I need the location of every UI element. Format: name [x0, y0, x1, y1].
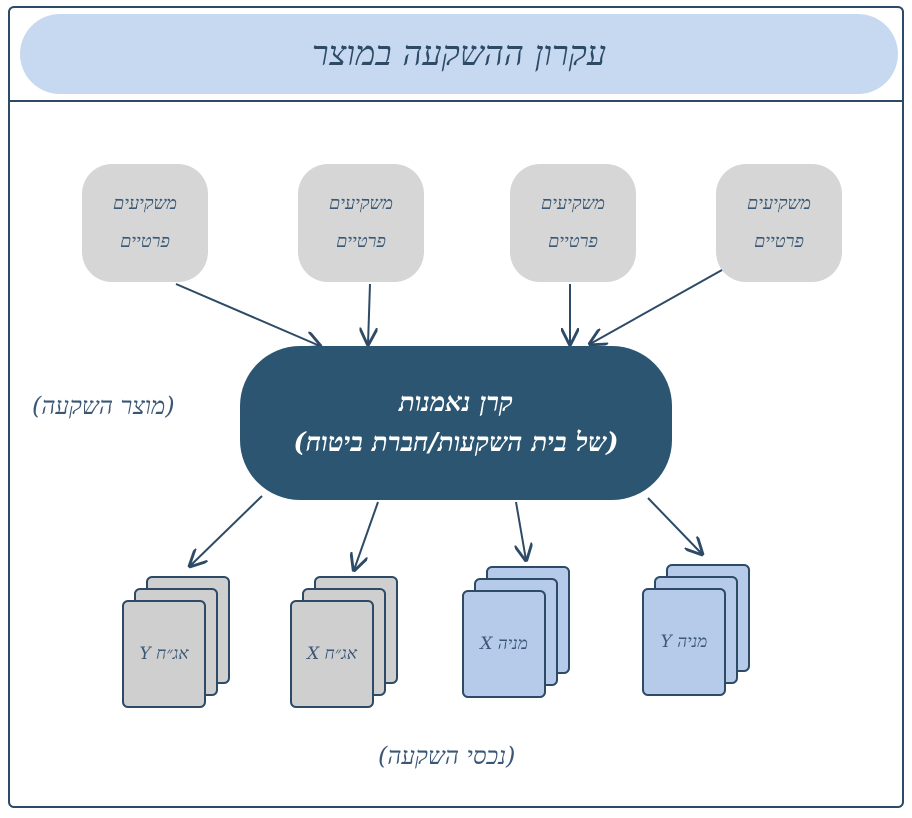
investor-label: משקיעים פרטיים — [747, 193, 811, 252]
assets-note: (נכסי השקעה) — [378, 742, 516, 770]
diagram-frame — [8, 6, 904, 808]
investor-box-2: משקיעים פרטיים — [298, 164, 424, 282]
investor-box-3: משקיעים פרטיים — [510, 164, 636, 282]
arrow-fund-asset4 — [647, 497, 702, 554]
asset-label: אג״ח X — [307, 644, 357, 664]
arrow-fund-asset1 — [190, 495, 263, 566]
header-divider — [8, 100, 904, 102]
title-banner: עקרון ההשקעה במוצר — [20, 14, 898, 94]
product-note: (מוצר השקעה) — [32, 392, 175, 420]
investor-label: משקיעים פרטיים — [329, 193, 393, 252]
asset-card-front — [462, 590, 546, 698]
investor-label: משקיעים פרטיים — [113, 193, 177, 252]
arrow-fund-asset2 — [354, 501, 379, 570]
asset-card-front — [642, 588, 726, 696]
arrow-investor2-fund — [368, 283, 370, 344]
asset-card-front — [290, 600, 374, 708]
asset-card-front — [122, 600, 206, 708]
asset-label: מניה X — [480, 634, 528, 654]
asset-label: מניה Y — [660, 632, 708, 652]
diagram-title: עקרון ההשקעה במוצר — [311, 34, 607, 74]
arrow-investor4-fund — [590, 269, 723, 344]
fund-label: קרן נאמנות (של בית השקעות/חברת ביטוח) — [293, 388, 619, 458]
arrow-investor1-fund — [175, 283, 320, 346]
investor-box-1: משקיעים פרטיים — [82, 164, 208, 282]
investor-box-4: משקיעים פרטיים — [716, 164, 842, 282]
arrow-fund-asset3 — [516, 501, 526, 560]
fund-box: קרן נאמנות (של בית השקעות/חברת ביטוח) — [240, 346, 672, 500]
investor-label: משקיעים פרטיים — [541, 193, 605, 252]
asset-label: אג״ח Y — [139, 644, 189, 664]
